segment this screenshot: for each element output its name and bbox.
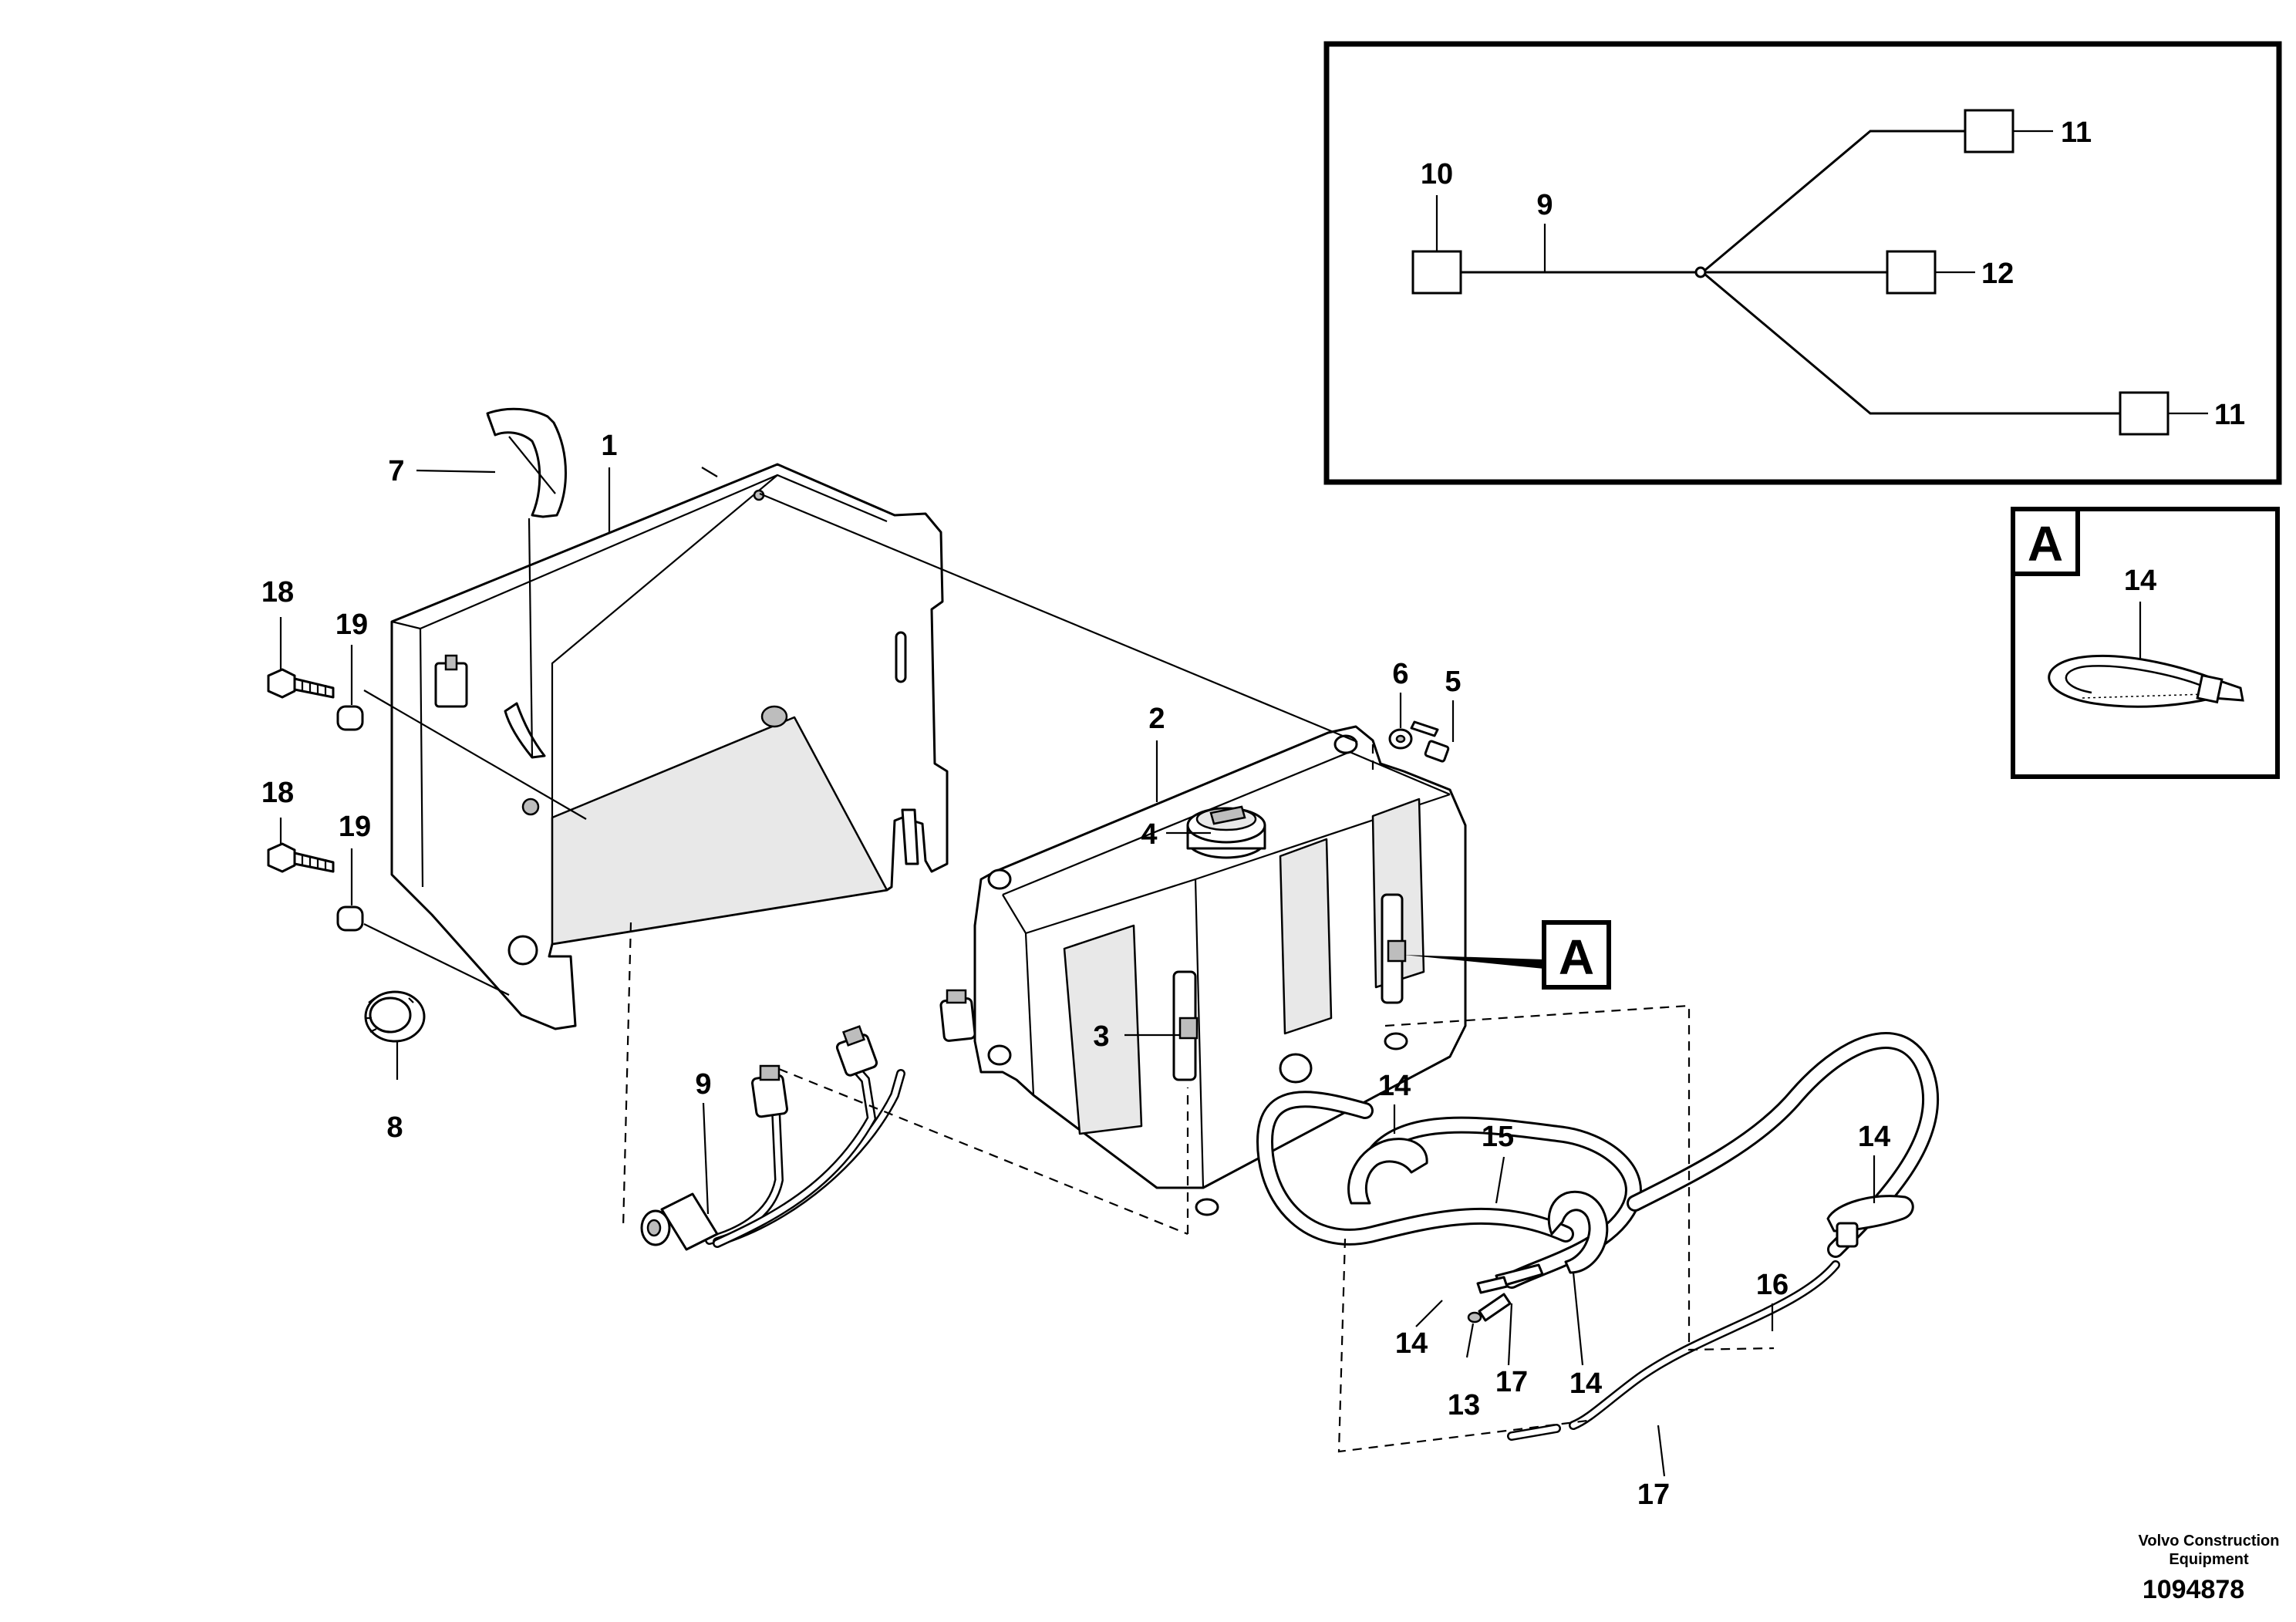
callout-14-c: 14 <box>1395 1327 1428 1360</box>
view-a-marker: A <box>1542 920 1611 990</box>
harness-junction <box>1694 266 1707 278</box>
callout-14-b: 14 <box>1858 1121 1890 1153</box>
callout-19-upper: 19 <box>335 609 368 641</box>
callout-18-lower: 18 <box>261 777 294 809</box>
callout-4: 4 <box>1141 818 1157 851</box>
footer: Volvo Construction Equipment 1094878 <box>2139 1533 2280 1604</box>
harness-schematic-inset: 10 9 11 12 11 <box>1323 41 2282 485</box>
callout-13: 13 <box>1448 1389 1480 1421</box>
brand-line-2: Equipment <box>2169 1551 2249 1568</box>
callout-18-upper: 18 <box>261 576 294 609</box>
part-5-bolt <box>1410 720 1450 763</box>
part-6-washer <box>1388 728 1413 750</box>
part-16-hose-line <box>1569 1260 1840 1430</box>
harness-connector-11-top <box>1964 109 2014 153</box>
callout-11-bottom: 11 <box>2214 399 2245 431</box>
callout-11-top: 11 <box>2061 116 2092 149</box>
part-9-wiring-harness <box>640 989 976 1251</box>
view-a-marker-box <box>1542 920 1611 990</box>
part-17-hose-end <box>1495 1263 1561 1441</box>
harness-connector-12 <box>1886 250 1937 295</box>
part-18-bolt-lower <box>267 842 335 873</box>
callout-14-detail: 14 <box>2124 565 2156 597</box>
cable-tie-detail-inset: A 14 <box>2011 507 2280 779</box>
part-15-hose-loop <box>1256 1032 1940 1289</box>
callout-7: 7 <box>388 455 404 487</box>
part-8-grommet <box>364 990 426 1043</box>
leader-lines <box>279 436 1876 1477</box>
callout-3: 3 <box>1093 1020 1109 1053</box>
part-1-tank-bracket <box>390 463 949 1030</box>
part-19-spacer-upper <box>336 705 364 731</box>
part-7-clip <box>486 407 567 518</box>
detail-view-letter: A <box>2028 516 2063 572</box>
callout-10: 10 <box>1421 158 1453 191</box>
callout-15: 15 <box>1482 1121 1514 1153</box>
callout-19-lower: 19 <box>339 811 371 843</box>
callout-9-inset: 9 <box>1536 189 1553 221</box>
document-number: 1094878 <box>2143 1575 2244 1604</box>
view-a-marker-letter: A <box>1559 929 1594 985</box>
callout-17-b: 17 <box>1637 1479 1670 1511</box>
harness-connector-10 <box>1411 250 1462 295</box>
part-18-bolt-upper <box>267 668 335 699</box>
part-3-washer-pumps <box>1172 893 1408 1216</box>
part-13-nozzle <box>1467 1293 1512 1324</box>
brand-line-1: Volvo Construction <box>2139 1533 2280 1549</box>
callout-1: 1 <box>601 430 617 462</box>
view-a-arrow <box>1404 955 1544 969</box>
callout-8: 8 <box>386 1111 403 1144</box>
callout-12: 12 <box>1981 258 2014 290</box>
callout-5: 5 <box>1445 666 1461 698</box>
harness-connector-11-bottom <box>2119 391 2170 436</box>
callout-9: 9 <box>695 1068 711 1101</box>
assembly-dashed-lines <box>622 740 1775 1453</box>
cable-tie-icon <box>2048 654 2244 708</box>
detail-view-letter-box <box>2011 507 2080 576</box>
callout-14-d: 14 <box>1569 1367 1602 1400</box>
callout-14-a: 14 <box>1378 1070 1411 1102</box>
callout-2: 2 <box>1148 703 1165 735</box>
part-14-cable-ties <box>1347 1138 1914 1294</box>
callout-16: 16 <box>1756 1269 1789 1301</box>
callout-17-a: 17 <box>1495 1366 1528 1398</box>
callouts: 1 7 18 19 18 19 8 9 2 4 3 6 5 14 15 14 1… <box>261 430 1890 1511</box>
callout-6: 6 <box>1392 658 1408 690</box>
part-19-spacer-lower <box>336 905 364 932</box>
